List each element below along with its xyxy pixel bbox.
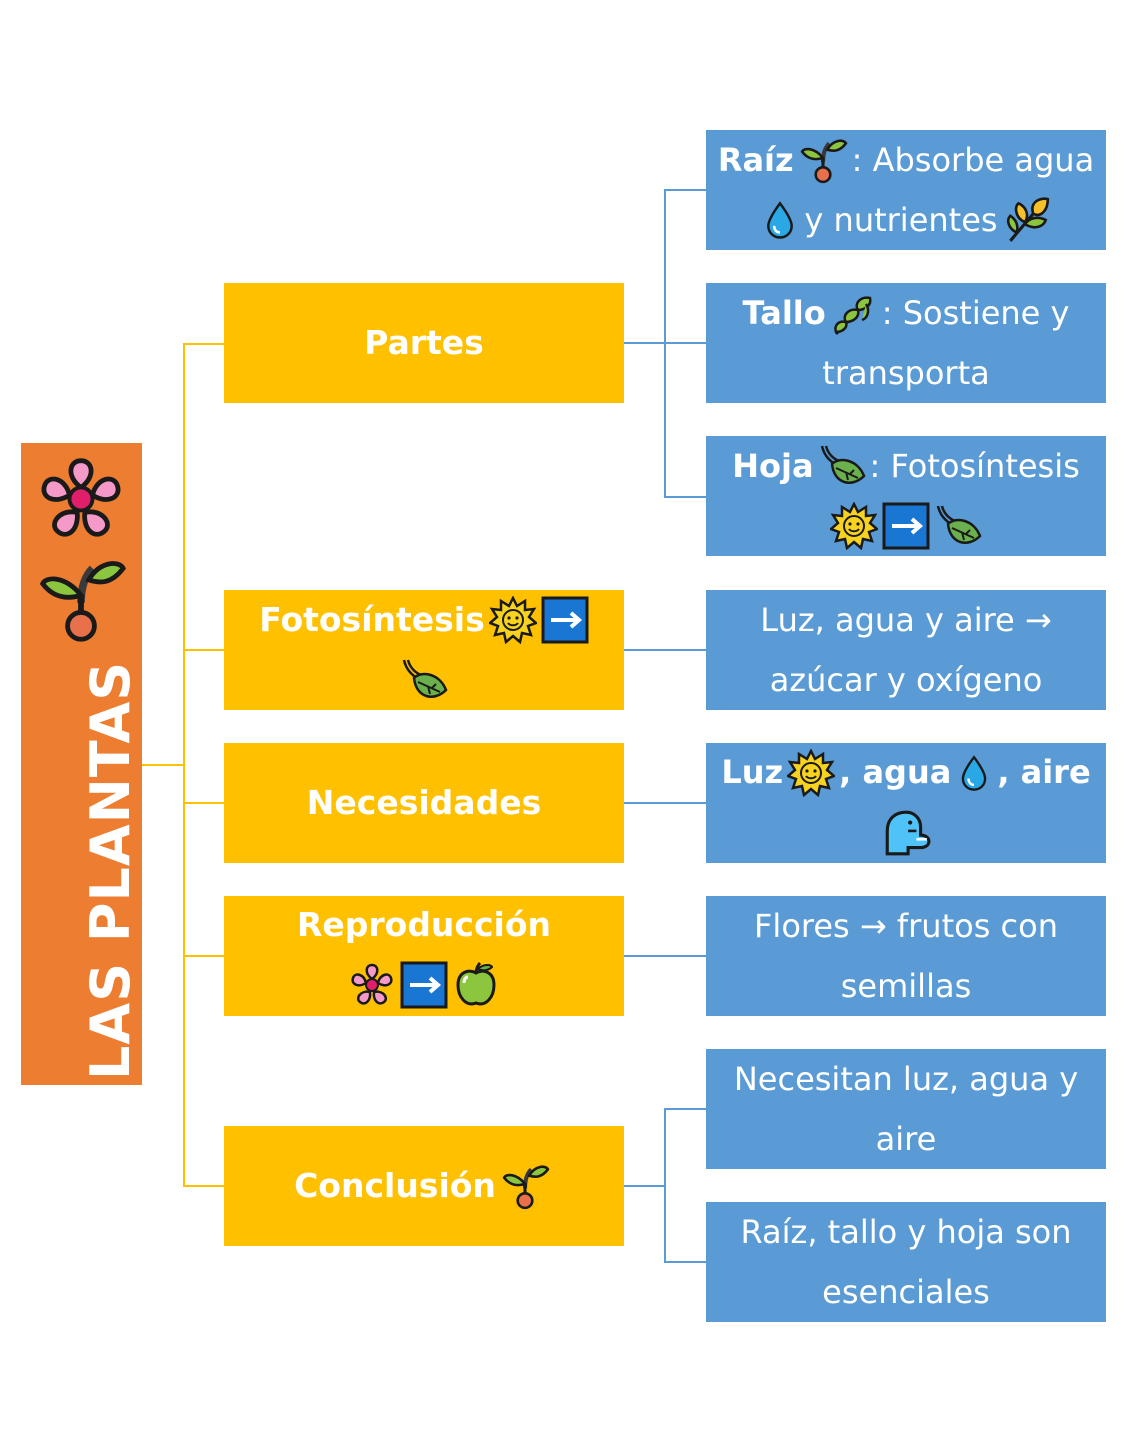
leaf-icon (400, 656, 448, 704)
connector-to-partes (183, 343, 224, 345)
sun-icon (787, 749, 835, 797)
detail-raiz: Raíz : Absorbe agua y nutrientes (706, 130, 1106, 250)
apple-icon (452, 961, 500, 1009)
arrow-right-icon (882, 502, 930, 550)
connector-vertical-trunk (183, 343, 185, 1187)
detail-hoja-text1: : Fotosíntesis (869, 446, 1080, 485)
arrow-right-icon (541, 596, 589, 644)
connector-to-reproduccion (183, 955, 224, 957)
sun-icon (489, 596, 537, 644)
connector-root-trunk (142, 764, 184, 766)
connector-to-tallo (664, 342, 706, 344)
leaf-icon (934, 502, 982, 550)
detail-hoja: Hoja : Fotosíntesis (706, 436, 1106, 556)
detail-tallo-text2: transporta (822, 354, 990, 393)
detail-fotosintesis-text1: Luz, agua y aire → (760, 600, 1052, 639)
connector-to-raiz (664, 189, 706, 191)
water-drop-icon (955, 751, 993, 795)
seedling-icon (500, 1161, 550, 1211)
detail-conclusion-2: Raíz, tallo y hoja son esenciales (706, 1202, 1106, 1322)
flower-icon (35, 453, 127, 545)
detail-tallo: Tallo : Sostiene y transporta (706, 283, 1106, 403)
sun-icon (830, 502, 878, 550)
category-reproduccion-label: Reproducción (296, 904, 552, 944)
detail-conclusion-1: Necesitan luz, agua y aire (706, 1049, 1106, 1169)
detail-raiz-term: Raíz (717, 140, 794, 179)
seedling-icon (798, 135, 848, 185)
wheat-icon (1002, 195, 1052, 245)
connector-to-necesidades (183, 802, 224, 804)
connector-conclusion-vertical (664, 1108, 666, 1263)
detail-necesidades: Luz , agua , aire (706, 743, 1106, 863)
detail-conclusion2-text1: Raíz, tallo y hoja son (740, 1212, 1072, 1251)
category-partes: Partes (224, 283, 624, 403)
connector-to-conclusion (183, 1185, 224, 1187)
seedling-icon (35, 553, 127, 645)
detail-necesidades-luz: Luz (721, 753, 784, 792)
connector-to-fotosintesis (183, 649, 224, 651)
leaf-icon (818, 442, 866, 490)
connector-to-hoja (664, 496, 706, 498)
detail-necesidades-agua: , agua (839, 753, 952, 792)
detail-raiz-text2: y nutrientes (804, 200, 998, 239)
arrow-right-icon (400, 961, 448, 1009)
detail-reproduccion: Flores → frutos con semillas (706, 896, 1106, 1016)
category-partes-label: Partes (364, 322, 484, 362)
wind-face-icon (881, 808, 931, 858)
root-node (21, 443, 142, 1085)
water-drop-icon (760, 198, 800, 242)
detail-fotosintesis-text2: azúcar y oxígeno (769, 660, 1043, 699)
detail-conclusion2-text2: esenciales (822, 1272, 990, 1311)
detail-necesidades-aire: , aire (997, 753, 1091, 792)
connector-necesidades-detail (624, 802, 706, 804)
connector-to-conclusion1 (664, 1108, 706, 1110)
category-fotosintesis-label: Fotosíntesis (259, 599, 485, 639)
connector-to-conclusion2 (664, 1261, 706, 1263)
connector-conclusion-out (624, 1185, 666, 1187)
detail-fotosintesis: Luz, agua y aire → azúcar y oxígeno (706, 590, 1106, 710)
category-conclusion: Conclusión (224, 1126, 624, 1246)
detail-tallo-text1: : Sostiene y (881, 294, 1070, 333)
category-necesidades-label: Necesidades (306, 782, 542, 822)
flower-icon (348, 961, 396, 1009)
detail-conclusion1-text2: aire (875, 1119, 937, 1158)
category-necesidades: Necesidades (224, 743, 624, 863)
category-reproduccion: Reproducción (224, 896, 624, 1016)
connector-partes-out (624, 342, 666, 344)
detail-tallo-term: Tallo (742, 294, 826, 333)
herb-icon (830, 290, 878, 338)
detail-reproduccion-text1: Flores → frutos con (754, 906, 1058, 945)
detail-raiz-text1: : Absorbe agua (851, 140, 1095, 179)
category-conclusion-label: Conclusión (294, 1165, 496, 1205)
detail-hoja-term: Hoja (732, 446, 814, 485)
category-fotosintesis: Fotosíntesis (224, 590, 624, 710)
connector-fotosintesis-detail (624, 649, 706, 651)
connector-reproduccion-detail (624, 955, 706, 957)
detail-conclusion1-text1: Necesitan luz, agua y (733, 1059, 1079, 1098)
detail-reproduccion-text2: semillas (840, 966, 972, 1005)
root-title: LAS PLANTAS (79, 660, 142, 1080)
